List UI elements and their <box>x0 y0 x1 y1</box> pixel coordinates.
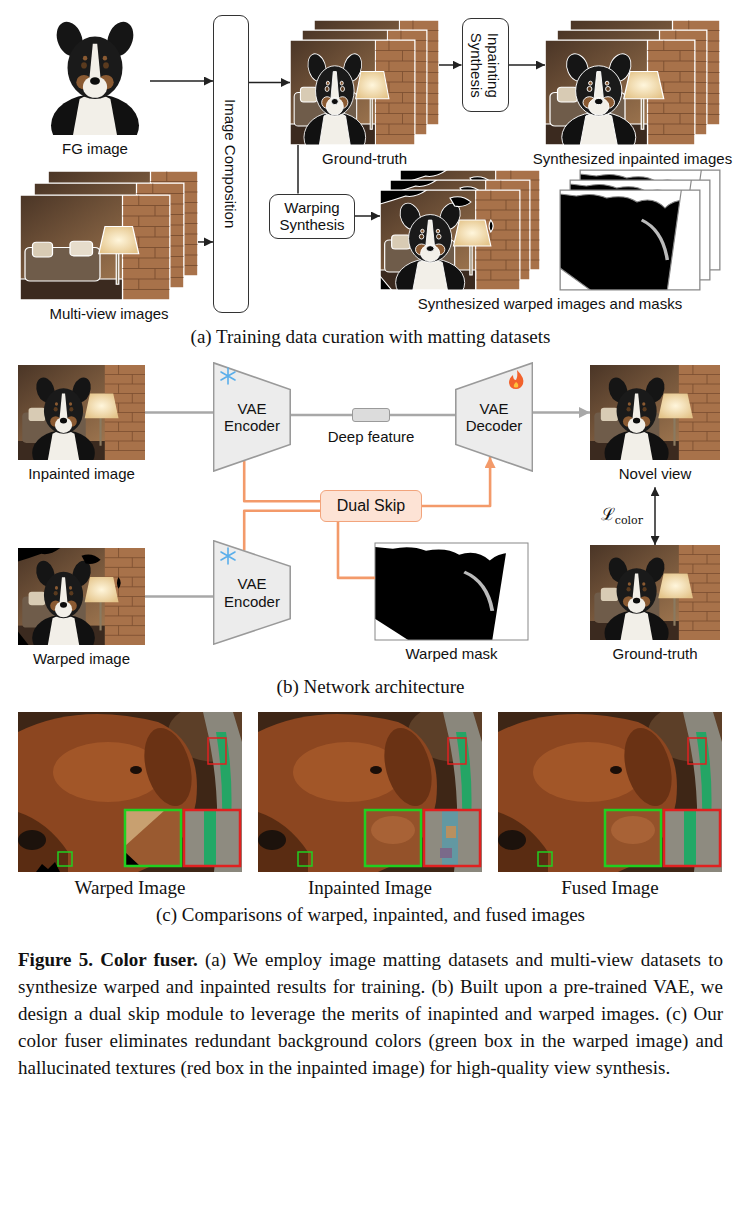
subfigure-caption: (a) Training data curation with matting … <box>0 326 741 348</box>
flow-arrow <box>297 145 299 194</box>
image-label: Synthesized warped images and masks <box>418 295 682 312</box>
image-panel: Multi-view images <box>20 171 198 300</box>
skip-connection <box>244 461 320 501</box>
comparison-image: Inpainted Image <box>258 712 482 872</box>
loss-label: ℒcolor <box>599 504 645 528</box>
box-label: VAE Decoder <box>463 400 525 435</box>
box-label: Warping Synthesis <box>277 199 347 234</box>
subfigure-caption: (b) Network architecture <box>0 676 741 698</box>
image-panel: Warped image <box>18 548 145 645</box>
mask-stack <box>560 170 720 290</box>
flow-arrow <box>355 215 380 217</box>
box-label: Image Composition <box>222 99 239 228</box>
warped-picture <box>18 548 145 661</box>
figure-caption: Figure 5. Color fuser. (a) We employ ima… <box>18 946 723 1081</box>
skip-connection <box>422 457 490 506</box>
flow-arrow <box>150 80 213 82</box>
image-panel: Warped mask <box>375 543 528 640</box>
flow-arrow <box>439 64 462 66</box>
image-panel: Synthesized warped images and masks <box>380 170 720 290</box>
image-label: FG image <box>62 140 128 157</box>
flow-arrow <box>390 414 455 417</box>
box-label: Dual Skip <box>337 497 405 515</box>
warped-mask-picture <box>375 543 528 640</box>
warped-stack <box>380 170 540 307</box>
process-box: Warping Synthesis <box>269 194 355 239</box>
comparison-image: Warped Image <box>18 712 242 872</box>
flow-arrow <box>654 487 656 545</box>
block-outline <box>214 363 291 471</box>
feature-box: Deep feature <box>352 408 390 422</box>
image-panel: Ground-truth <box>290 20 439 145</box>
warped-closeup <box>18 702 268 872</box>
image-label: Inpainted image <box>28 465 135 482</box>
ground-truth-picture <box>590 545 720 656</box>
inpainted-closeup <box>258 702 508 872</box>
image-label: Fused Image <box>561 877 659 899</box>
multi-view-stack <box>20 171 198 300</box>
image-panel: Novel view <box>590 365 720 460</box>
subfigure-caption: (c) Comparisons of warped, inpainted, an… <box>0 904 741 926</box>
flow-arrow <box>291 414 352 417</box>
comparison-image: Fused Image <box>498 712 722 872</box>
process-box: Inpainting Synthesis <box>462 18 509 112</box>
image-panel: Inpainted image <box>18 365 145 460</box>
flow-arrow <box>145 411 213 414</box>
flow-arrow <box>145 595 213 598</box>
block-outline <box>456 363 533 471</box>
image-label: Warped image <box>33 650 130 667</box>
snowflake-icon <box>221 548 235 564</box>
image-label: Warped mask <box>406 645 498 662</box>
ground-truth-stack <box>290 20 439 162</box>
inpainted-picture <box>18 365 145 476</box>
image-panel: FG image <box>40 15 150 135</box>
flow-arrow <box>509 64 546 66</box>
image-label: Synthesized inpainted images <box>533 150 732 167</box>
box-label: VAE Encoder <box>221 575 283 610</box>
snowflake-icon <box>221 368 235 384</box>
flow-arrow <box>249 82 290 84</box>
fusion-box: Dual Skip <box>320 490 422 522</box>
image-label: Multi-view images <box>49 305 168 322</box>
image-label: Warped Image <box>75 877 186 899</box>
novel-view-picture <box>590 365 720 476</box>
image-label: Ground-truth <box>612 645 697 662</box>
box-label: VAE Encoder <box>221 400 283 435</box>
image-label: Inpainted Image <box>308 877 432 899</box>
image-panel: Synthesized inpainted images <box>545 20 720 145</box>
skip-connection <box>244 511 320 551</box>
fused-closeup <box>498 702 741 872</box>
encoder-block: VAE Encoder <box>213 540 291 645</box>
block-outline <box>214 541 291 644</box>
flow-arrow <box>198 241 213 243</box>
image-label: Deep feature <box>328 428 415 445</box>
image-label: Ground-truth <box>322 150 407 167</box>
skip-connection <box>338 522 375 578</box>
image-label: Novel view <box>619 465 692 482</box>
flow-arrow <box>533 411 590 414</box>
process-box: Image Composition <box>213 15 249 313</box>
box-label: Inpainting Synthesis <box>468 26 503 104</box>
fire-icon <box>509 370 523 389</box>
fg-image-picture <box>51 17 139 156</box>
image-panel: Ground-truth <box>590 545 720 640</box>
inpainted-stack <box>545 20 720 162</box>
